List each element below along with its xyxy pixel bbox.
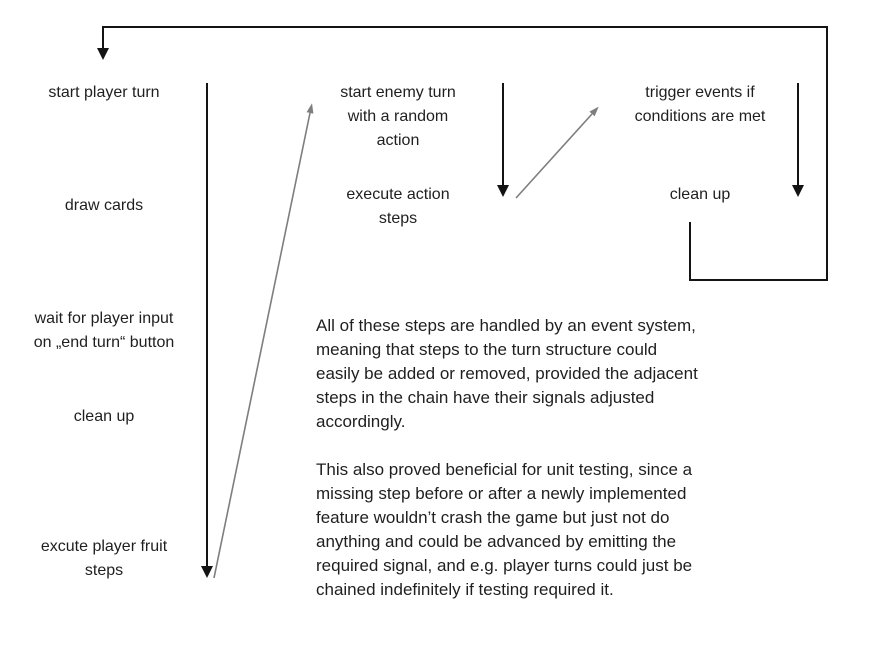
step-wait-for-player-input: wait for player input on „end turn“ butt…: [33, 310, 175, 351]
loop-return-arrow: [97, 26, 828, 281]
execute-to-trigger-arrow: [515, 106, 599, 199]
step-player-clean-up: clean up: [73, 408, 135, 425]
step-events-clean-up: clean up: [669, 186, 731, 203]
step-execute-player-fruit-steps: excute player fruit steps: [40, 538, 168, 579]
note-event-system: All of these steps are handled by an eve…: [316, 316, 698, 431]
step-start-enemy-turn: start enemy turn with a random action: [340, 84, 456, 149]
note-unit-testing: This also proved beneficial for unit tes…: [316, 460, 693, 599]
player-to-enemy-arrow: [213, 103, 314, 579]
step-execute-action-steps: execute action steps: [346, 186, 450, 227]
step-draw-cards: draw cards: [64, 197, 144, 214]
step-start-player-turn: start player turn: [48, 84, 160, 101]
step-trigger-events: trigger events if conditions are met: [634, 84, 766, 125]
